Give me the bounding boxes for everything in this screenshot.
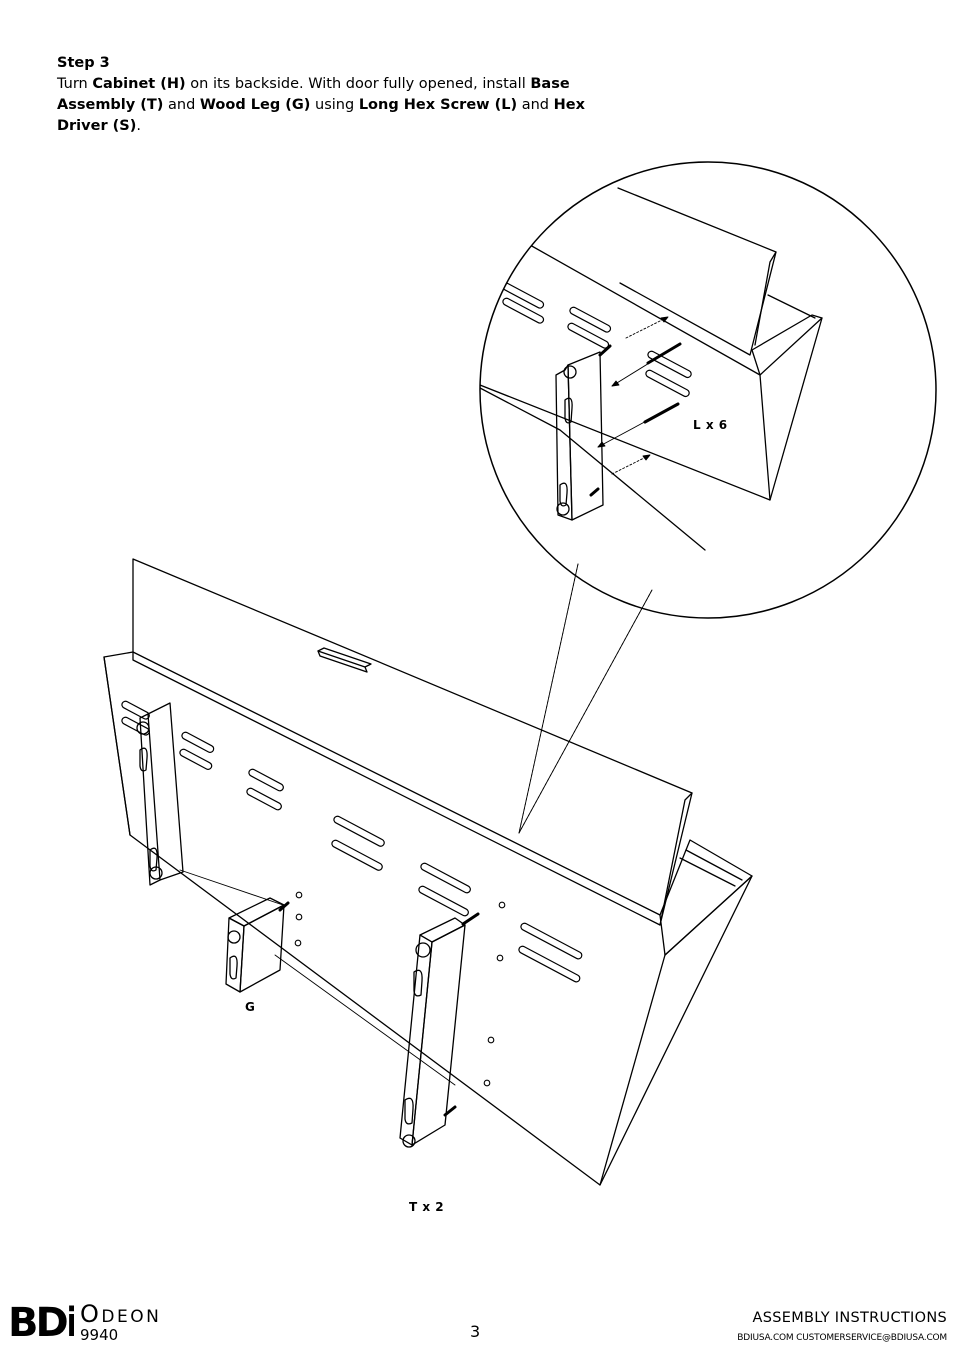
cabinet-drawing <box>103 558 753 1186</box>
screw-count-label: L x 6 <box>693 418 728 432</box>
document-title: ASSEMBLY INSTRUCTIONS <box>752 1310 947 1326</box>
instruction-text: using <box>310 97 359 113</box>
instruction-part-name: Base <box>530 76 570 92</box>
instruction-part-name: Wood Leg (G) <box>199 97 311 113</box>
base-leg-left <box>136 702 184 886</box>
wood-leg-label: G <box>245 1000 256 1014</box>
step-title: Step 3 <box>57 55 110 71</box>
instruction-text: on its backside. With door fully opened,… <box>185 76 531 92</box>
brand-name: Odeon <box>80 1300 162 1328</box>
instruction-part-name: Long Hex Screw (L) <box>358 97 518 113</box>
instruction-part-name: Assembly (T) <box>57 97 164 113</box>
instruction-line-2: Assembly (T) and Wood Leg (G) using Long… <box>57 95 597 116</box>
assembly-illustration <box>103 161 937 1186</box>
svg-text:BDi: BDi <box>8 1300 74 1344</box>
instructions-block: Step 3 Turn Cabinet (H) on its backside.… <box>57 53 597 137</box>
instruction-line-3: Driver (S). <box>57 116 597 137</box>
instruction-text: and <box>517 97 554 113</box>
instruction-text: Turn <box>57 76 93 92</box>
model-number: 9940 <box>80 1326 119 1344</box>
wood-leg-g <box>225 897 290 993</box>
screw-arrows <box>597 316 682 475</box>
instruction-part-name: Hex <box>553 97 585 113</box>
instruction-text: and <box>163 97 200 113</box>
instruction-text: . <box>136 118 141 134</box>
instruction-part-name: Driver (S) <box>57 118 137 134</box>
base-leg-right <box>399 912 480 1148</box>
contact-info: BDIUSA.COM CUSTOMERSERVICE@BDIUSA.COM <box>737 1333 947 1343</box>
base-count-label: T x 2 <box>409 1200 445 1214</box>
bdi-logo: BDi <box>8 1300 74 1344</box>
instruction-line-1: Turn Cabinet (H) on its backside. With d… <box>57 74 597 95</box>
page-number: 3 <box>470 1322 481 1341</box>
instruction-part-name: Cabinet (H) <box>92 76 186 92</box>
detail-zoom-circle <box>479 161 937 834</box>
